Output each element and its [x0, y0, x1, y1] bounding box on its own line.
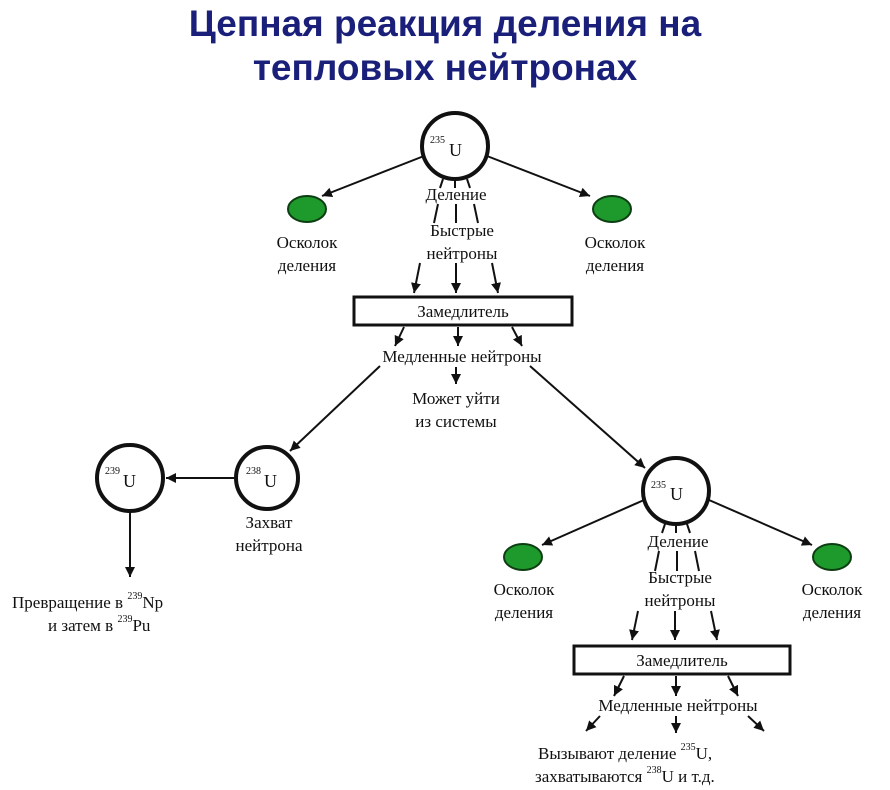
- arrow-final-left: [585, 715, 601, 732]
- svg-text:Замедлитель: Замедлитель: [417, 302, 509, 321]
- neutron-line-mid-4: [654, 550, 660, 572]
- fast-neutrons-label-mid-1: Быстрые: [648, 568, 712, 587]
- svg-text:Замедлитель: Замедлитель: [636, 651, 728, 670]
- fragment-label-mid-right-2: деления: [803, 603, 861, 622]
- fragment-label-top-right-2: деления: [586, 256, 644, 275]
- svg-text:235: 235: [430, 135, 445, 146]
- cause-fission-label: Вызывают деление 235U,: [538, 742, 712, 763]
- neutron-line-mid-6: [694, 550, 700, 572]
- fragment-top-right: [592, 195, 632, 223]
- nucleus-u239: 239 U: [95, 443, 165, 513]
- arrow-slow-top-right: [511, 326, 523, 347]
- neutron-line-top-6: [473, 203, 479, 224]
- captured-label: захватываются 238U и т.д.: [535, 765, 715, 786]
- svg-text:239: 239: [105, 466, 120, 477]
- slow-neutrons-label-mid: Медленные нейтроны: [598, 696, 758, 715]
- transform-label-2: и затем в 239Pu: [48, 614, 151, 635]
- arrow-to-fragment-mid-right: [708, 499, 813, 546]
- fragment-label-mid-left: Осколок: [494, 580, 555, 599]
- arrow-to-fragment-top-right: [486, 155, 591, 198]
- arrow-fast-mid-right: [710, 610, 720, 641]
- neutron-line-top-4: [433, 203, 439, 224]
- fragment-top-left: [287, 195, 327, 223]
- title-line-1: Цепная реакция деления на: [188, 3, 702, 44]
- fragment-label-top-left: Осколок: [277, 233, 338, 252]
- neutron-line-top-3: [466, 178, 471, 189]
- arrow-final-right: [747, 715, 765, 732]
- fragment-mid-left: [503, 543, 543, 571]
- nucleus-u238: 238 U: [234, 445, 300, 511]
- capture-label-2: нейтрона: [235, 536, 302, 555]
- nucleus-u235-mid: 235 U: [641, 456, 711, 526]
- transform-label-1: Превращение в 239Np: [12, 591, 163, 612]
- neutron-line-mid-3: [686, 523, 691, 534]
- arrow-to-u238: [289, 365, 381, 452]
- arrow-to-u235-mid: [529, 365, 646, 469]
- slow-neutrons-label-top: Медленные нейтроны: [382, 347, 542, 366]
- neutron-line-top-1: [439, 178, 444, 189]
- arrow-slow-mid-left: [613, 675, 625, 697]
- fission-label-top: Деление: [425, 185, 486, 204]
- escape-label-2: из системы: [415, 412, 497, 431]
- svg-text:238: 238: [246, 466, 261, 477]
- title-line-2: тепловых нейтронах: [252, 47, 638, 88]
- fragment-label-mid-left-2: деления: [495, 603, 553, 622]
- nucleus-u235-top: 235 U: [420, 111, 490, 181]
- capture-label-1: Захват: [246, 513, 293, 532]
- fragment-label-top-left-2: деления: [278, 256, 336, 275]
- svg-text:U: U: [123, 471, 136, 491]
- fission-label-mid: Деление: [647, 532, 708, 551]
- fragment-mid-right: [812, 543, 852, 571]
- arrow-slow-top-left: [394, 326, 405, 347]
- arrow-to-fragment-top-left: [321, 155, 425, 198]
- svg-text:U: U: [264, 471, 277, 491]
- svg-text:U: U: [670, 484, 683, 504]
- moderator-box-mid: Замедлитель: [572, 644, 792, 676]
- arrow-slow-mid-right: [727, 675, 739, 697]
- arrow-to-fragment-mid-left: [541, 499, 645, 546]
- arrow-fast-mid-left: [629, 610, 639, 641]
- escape-label-1: Может уйти: [412, 389, 500, 408]
- moderator-box-top: Замедлитель: [352, 295, 574, 327]
- svg-text:U: U: [449, 140, 462, 160]
- fast-neutrons-label-top-2: нейтроны: [427, 244, 498, 263]
- diagram-title: Цепная реакция деления на тепловых нейтр…: [0, 2, 890, 90]
- fast-neutrons-label-top-1: Быстрые: [430, 221, 494, 240]
- arrow-fast-top-left: [411, 262, 421, 294]
- svg-text:235: 235: [651, 480, 666, 491]
- fragment-label-top-right: Осколок: [585, 233, 646, 252]
- fast-neutrons-label-mid-2: нейтроны: [645, 591, 716, 610]
- neutron-line-mid-1: [661, 523, 666, 534]
- arrow-fast-top-right: [491, 262, 501, 294]
- fragment-label-mid-right: Осколок: [802, 580, 863, 599]
